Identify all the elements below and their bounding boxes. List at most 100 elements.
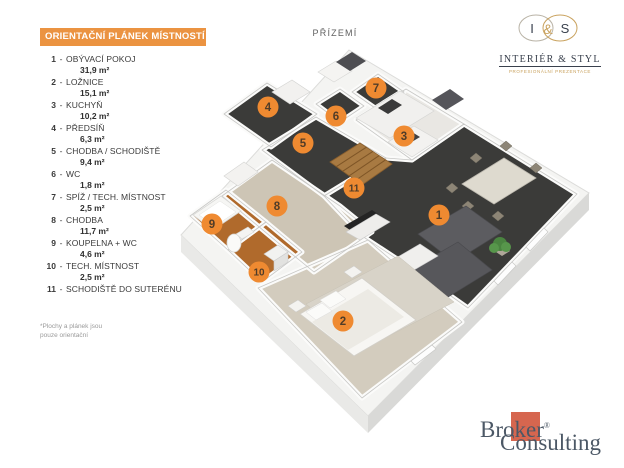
room-number: 7 [51,192,56,202]
svg-text:9: 9 [209,219,215,231]
chair [491,210,505,222]
interier-styl-logo: I & S INTERIÉR & STYL PROFESIONÁLNÍ PREZ… [488,12,612,74]
room-badges: 1 2 3 4 5 6 7 8 9 10 [201,77,450,332]
chair [445,182,459,194]
pillow [305,302,333,321]
svg-text:11: 11 [349,184,360,195]
room-name: KUCHYŇ [66,100,103,110]
interier-styl-name: INTERIÉR & STYL [499,54,601,67]
room-number: 8 [51,215,56,225]
toilet [226,233,242,253]
room-name: OBÝVACÍ POKOJ [66,54,136,64]
svg-text:8: 8 [274,201,281,213]
cooktop [378,99,402,114]
room-name: CHODBA [66,215,103,225]
plant-icon [501,242,511,252]
dark-cabinet [336,52,366,71]
chair [469,152,483,164]
legend-item-1: 1-OBÝVACÍ POKOJ 31,9 m² [40,54,220,76]
room-number: 10 [46,261,56,271]
room-number: 11 [47,284,56,294]
room-name: PŘEDSÍŇ [66,123,105,133]
room-area: 31,9 m² [80,65,110,75]
bedside-table [287,299,307,313]
room-area: 9,4 m² [80,157,105,167]
footnote: *Plochy a plánek jsou pouze orientační [40,322,102,340]
monogram-amp: & [543,21,553,37]
legend: ORIENTAČNÍ PLÁNEK MÍSTNOSTÍ 1-OBÝVACÍ PO… [40,28,220,296]
legend-item-2: 2-LOŽNICE 15,1 m² [40,77,220,99]
dining-table [461,157,537,205]
room-badge-10: 10 [248,261,270,283]
room-name: WC [66,169,81,179]
svg-text:5: 5 [300,138,307,150]
legend-title: ORIENTAČNÍ PLÁNEK MÍSTNOSTÍ [40,28,206,46]
svg-text:10: 10 [253,268,265,279]
window-icon [525,227,549,252]
room-badge-7: 7 [365,77,387,99]
svg-text:7: 7 [373,83,379,95]
room-area: 2,5 m² [80,203,105,213]
room-area: 4,6 m² [80,249,105,259]
room-badge-11: 11 [343,177,365,199]
washer-front [273,251,289,272]
dining-set [445,140,543,222]
room-badge-9: 9 [201,213,223,235]
floor-label: PŘÍZEMÍ [312,28,358,38]
room-badge-2: 2 [332,310,354,332]
room-badge-3: 3 [393,125,415,147]
interier-styl-tagline: PROFESIONÁLNÍ PREZENTACE [508,69,592,74]
kitchen-counter [355,90,435,139]
room-floor-chodba [222,160,372,272]
room-badge-4: 4 [257,96,279,118]
room-area: 15,1 m² [80,88,110,98]
stairs [329,142,393,186]
chair [529,162,543,174]
svg-text:6: 6 [333,111,339,123]
fridge [432,89,464,110]
plant-icon [489,243,499,253]
pillow [319,290,347,309]
broker-consulting-logo: Broker® Consulting [478,408,618,460]
wardrobe [271,79,311,105]
legend-item-5: 5-CHODBA / SCHODIŠTĚ 9,4 m² [40,146,220,168]
room-area: 10,2 m² [80,111,110,121]
chair [499,140,513,152]
room-badge-6: 6 [325,105,347,127]
legend-item-4: 4-PŘEDSÍŇ 6,3 m² [40,123,220,145]
window-icon [493,261,517,286]
room-badge-1: 1 [428,204,450,226]
room-number: 2 [51,77,56,87]
legend-item-11: 11-SCHODIŠTĚ DO SUTERÉNU [40,284,220,295]
room-badge-8: 8 [266,195,288,217]
svg-text:4: 4 [265,102,272,114]
room-name: LOŽNICE [66,77,104,87]
blanket [312,289,404,350]
room-area: 1,8 m² [80,180,105,190]
room-name: CHODBA / SCHODIŠTĚ [66,146,161,156]
monogram-i: I [530,21,534,36]
floor-plan-svg: 1 2 3 4 5 6 7 8 9 10 [180,49,590,433]
window-frames [410,227,549,366]
footnote-line: pouze orientační [40,332,89,339]
room-name: TECH. MÍSTNOST [66,261,140,271]
room-number: 3 [51,100,56,110]
legend-item-9: 9-KOUPELNA + WC 4,6 m² [40,238,220,260]
broker-logo-square [511,412,540,441]
hall-cabinet [223,161,259,187]
room-number: 1 [51,54,56,64]
monogram-s: S [561,21,570,36]
tv-bench [345,213,391,241]
legend-item-8: 8-CHODBA 11,7 m² [40,215,220,237]
tv-panel [344,210,378,230]
room-name: SPÍŽ / TECH. MÍSTNOST [66,192,166,202]
room-area: 2,5 m² [80,272,105,282]
room-area: 11,7 m² [80,226,109,236]
interier-styl-monogram-icon: I & S [518,14,578,42]
consulting-word: Consulting [500,430,601,455]
registered-mark: ® [543,421,550,430]
svg-text:1: 1 [436,210,443,222]
wall-outlines [189,73,578,399]
room-number: 4 [51,123,56,133]
